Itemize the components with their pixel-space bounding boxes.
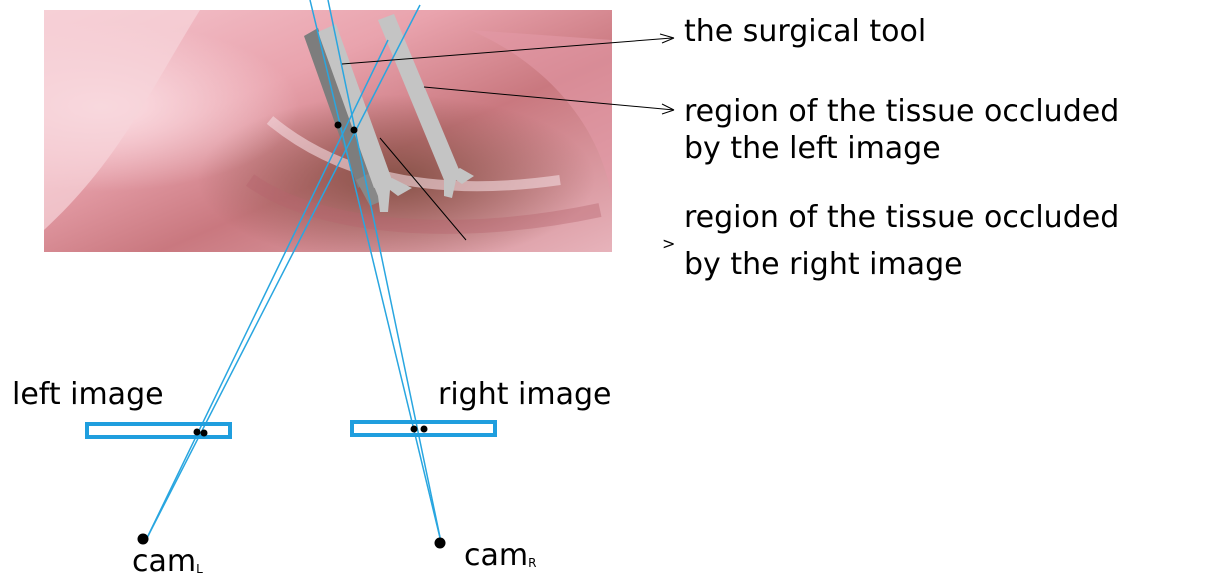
label-right-image: right image <box>438 377 611 413</box>
label-left-image: left image <box>12 377 164 413</box>
label-cam-right: camR <box>464 538 536 579</box>
left-camera-center <box>138 534 149 545</box>
cam-right-base: cam <box>464 538 528 573</box>
label-occluded-left-line1: region of the tissue occluded <box>684 94 1119 130</box>
cam-left-subscript: L <box>196 562 203 576</box>
label-surgical-tool: the surgical tool <box>684 14 926 50</box>
cam-left-base: cam <box>132 544 196 579</box>
label-occluded-right-line1: region of the tissue occluded <box>684 200 1119 236</box>
cam-right-subscript: R <box>528 556 536 570</box>
right-camera-center <box>435 538 446 549</box>
right-arrow-head: > <box>662 226 675 262</box>
left-image-plane <box>87 424 230 437</box>
label-occluded-left-line2: by the left image <box>684 131 941 167</box>
label-occluded-right-line2: by the right image <box>684 247 963 283</box>
